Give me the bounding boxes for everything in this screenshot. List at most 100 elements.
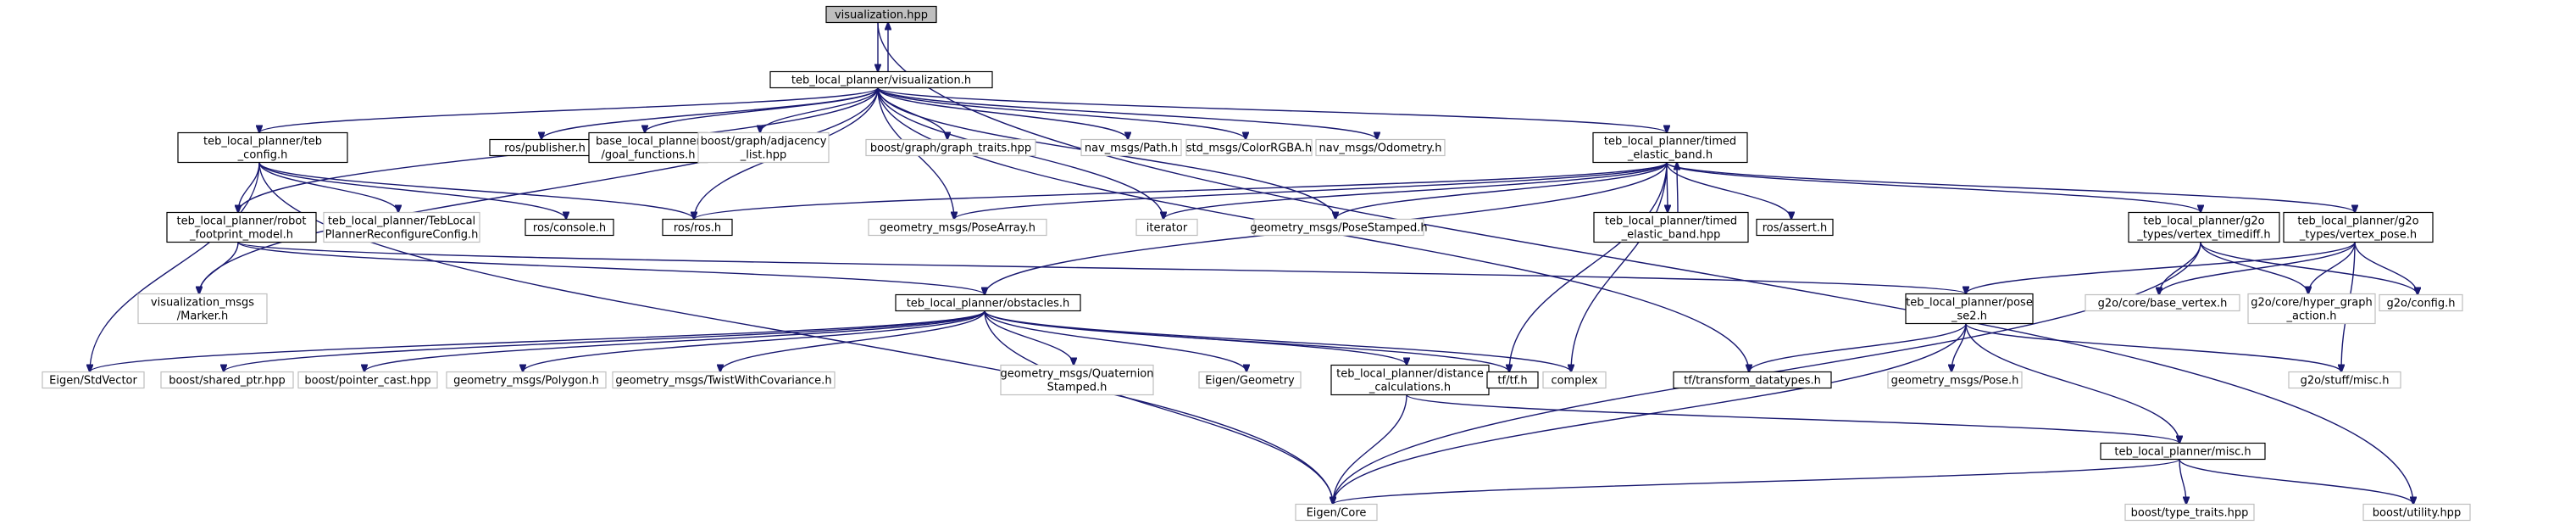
- node-box: [1080, 138, 1182, 157]
- node-box: [177, 131, 348, 164]
- node-vtimediff[interactable]: teb_local_planner/g2o_types/vertex_timed…: [2128, 211, 2280, 243]
- edge-teb_config-to-ros_ros: [258, 162, 694, 220]
- node-box: [1185, 138, 1313, 157]
- node-teb_config[interactable]: teb_local_planner/teb_config.h: [177, 131, 348, 164]
- node-box: [160, 371, 294, 389]
- node-label: visualization.hpp: [835, 9, 928, 22]
- node-label: g2o/config.h: [2386, 298, 2455, 310]
- node-box: [1000, 364, 1154, 396]
- node-label: boost/pointer_cast.hpp: [304, 375, 430, 388]
- node-label: std_msgs/ColorRGBA.h: [1186, 142, 1312, 155]
- node-planner_misc[interactable]: teb_local_planner/misc.h: [2100, 442, 2266, 461]
- node-box: [297, 371, 438, 389]
- edge-planner_misc-to-type_traits: [2179, 459, 2186, 505]
- node-label: teb_local_planner/misc.h: [2114, 446, 2251, 459]
- node-stdvector: Eigen/StdVector: [42, 371, 145, 389]
- node-vpose[interactable]: teb_local_planner/g2o_types/vertex_pose.…: [2283, 211, 2434, 243]
- node-vis_h[interactable]: teb_local_planner/visualization.h: [769, 70, 993, 89]
- node-obstacles[interactable]: teb_local_planner/obstacles.h: [895, 293, 1081, 312]
- node-label: boost/shared_ptr.hpp: [169, 375, 286, 388]
- edge-pose_se2-to-tf_transform: [1749, 323, 1967, 372]
- node-label: geometry_msgs/Pose.h: [1891, 375, 2019, 388]
- node-label: /Marker.h: [177, 310, 229, 323]
- node-label: geometry_msgs/PoseArray.h: [880, 222, 1035, 235]
- edge-robot_fp-to-obstacles: [237, 241, 985, 295]
- node-label: _elastic_band.hpp: [1621, 229, 1721, 242]
- edge-timed_eb_hpp-to-timed_eb_h: [1677, 163, 1678, 213]
- node-shared_ptr: boost/shared_ptr.hpp: [160, 371, 294, 389]
- edge-timed_eb_h-to-ros_ros: [694, 161, 1668, 220]
- node-label: visualization_msgs: [151, 297, 254, 310]
- edge-obstacles-to-eigen_geom: [984, 310, 1246, 372]
- node-vis_hpp: visualization.hpp: [825, 5, 937, 24]
- node-label: _calculations.h: [1368, 382, 1451, 394]
- node-ros_assert[interactable]: ros/assert.h: [1756, 218, 1834, 237]
- node-box: [1295, 503, 1378, 522]
- node-base_goal[interactable]: base_local_planner/goal_functions.h: [588, 131, 708, 164]
- node-timed_eb_hpp[interactable]: teb_local_planner/timed_elastic_band.hpp: [1593, 211, 1749, 243]
- node-ros_ros[interactable]: ros/ros.h: [662, 218, 733, 237]
- node-label: teb_local_planner/visualization.h: [791, 75, 971, 87]
- node-label: boost/type_traits.hpp: [2131, 507, 2249, 520]
- node-label: _types/vertex_pose.h: [2299, 229, 2417, 242]
- node-label: ros/publisher.h: [504, 142, 586, 155]
- node-label: tf/transform_datatypes.h: [1684, 375, 1821, 388]
- edge-obstacles-to-stdvector: [90, 310, 985, 372]
- node-pose_se2[interactable]: teb_local_planner/pose_se2.h: [1905, 293, 2034, 325]
- node-box: [446, 371, 607, 389]
- node-box: [1315, 138, 1446, 157]
- edge-vis_h-to-nav_path: [877, 87, 1128, 140]
- node-box: [137, 293, 268, 325]
- edge-vtimediff-to-g2o_config: [2200, 242, 2418, 295]
- node-box: [769, 70, 993, 89]
- node-box: [2085, 293, 2240, 312]
- node-graph_traits: boost/graph/graph_traits.hpp: [865, 138, 1036, 157]
- node-nav_path: nav_msgs/Path.h: [1080, 138, 1182, 157]
- node-tf_transform[interactable]: tf/transform_datatypes.h: [1673, 371, 1832, 389]
- node-pose_array: geometry_msgs/PoseArray.h: [868, 218, 1047, 237]
- node-eigen_core: Eigen/Core: [1295, 503, 1378, 522]
- node-label: teb_local_planner/obstacles.h: [907, 298, 1070, 310]
- edge-dist_calc-to-planner_misc: [1406, 394, 2179, 444]
- node-label: _action.h: [2286, 310, 2337, 323]
- node-box: [2128, 211, 2280, 243]
- node-label: complex: [1551, 375, 1597, 388]
- node-ros_console[interactable]: ros/console.h: [525, 218, 614, 237]
- node-box: [1330, 364, 1490, 396]
- node-box: [1198, 371, 1302, 389]
- node-label: teb_local_planner/timed: [1605, 215, 1737, 228]
- node-label: tf/tf.h: [1497, 375, 1527, 388]
- edge-vpose-to-g2o_config: [2354, 242, 2418, 295]
- edge-vis_h-to-marker: [199, 87, 879, 294]
- node-label: /goal_functions.h: [602, 149, 696, 162]
- node-box: [895, 293, 1081, 312]
- node-label: _types/vertex_timediff.h: [2136, 229, 2270, 242]
- node-hyper_graph: g2o/core/hyper_graph_action.h: [2247, 293, 2376, 325]
- node-label: nav_msgs/Odometry.h: [1319, 142, 1442, 155]
- node-box: [1253, 218, 1424, 237]
- node-label: teb_local_planner/robot: [177, 215, 307, 228]
- node-box: [1593, 211, 1749, 243]
- node-adjacency: boost/graph/adjacency_list.hpp: [697, 131, 830, 164]
- node-box: [825, 5, 937, 24]
- node-complex: complex: [1542, 371, 1607, 389]
- node-layer: visualization.hpp teb_local_planner/visua…: [42, 5, 2471, 522]
- node-ros_publisher[interactable]: ros/publisher.h: [489, 138, 601, 157]
- node-timed_eb_h[interactable]: teb_local_planner/timed_elastic_band.h: [1592, 131, 1748, 164]
- node-box: [2288, 371, 2401, 389]
- edge-pose_se2-to-g2o_misc: [1965, 323, 2341, 372]
- node-label: boost/graph/graph_traits.hpp: [870, 142, 1031, 155]
- node-box: [2247, 293, 2376, 325]
- edge-planner_misc-to-eigen_core: [1333, 458, 2180, 505]
- node-eigen_geom: Eigen/Geometry: [1198, 371, 1302, 389]
- node-color_rgba: std_msgs/ColorRGBA.h: [1185, 138, 1313, 157]
- edge-obstacles-to-eigen_core: [984, 310, 1333, 505]
- node-robot_fp[interactable]: teb_local_planner/robot_footprint_model.…: [166, 211, 317, 243]
- node-type_traits: boost/type_traits.hpp: [2124, 503, 2255, 522]
- node-dist_calc[interactable]: teb_local_planner/distance_calculations.…: [1330, 364, 1490, 396]
- node-box: [42, 371, 145, 389]
- edge-vis_h-to-odometry: [877, 87, 1377, 140]
- edge-vpose-to-hyper_graph: [2308, 242, 2356, 294]
- node-tf_tf[interactable]: tf/tf.h: [1486, 371, 1539, 389]
- node-box: [1887, 371, 2023, 389]
